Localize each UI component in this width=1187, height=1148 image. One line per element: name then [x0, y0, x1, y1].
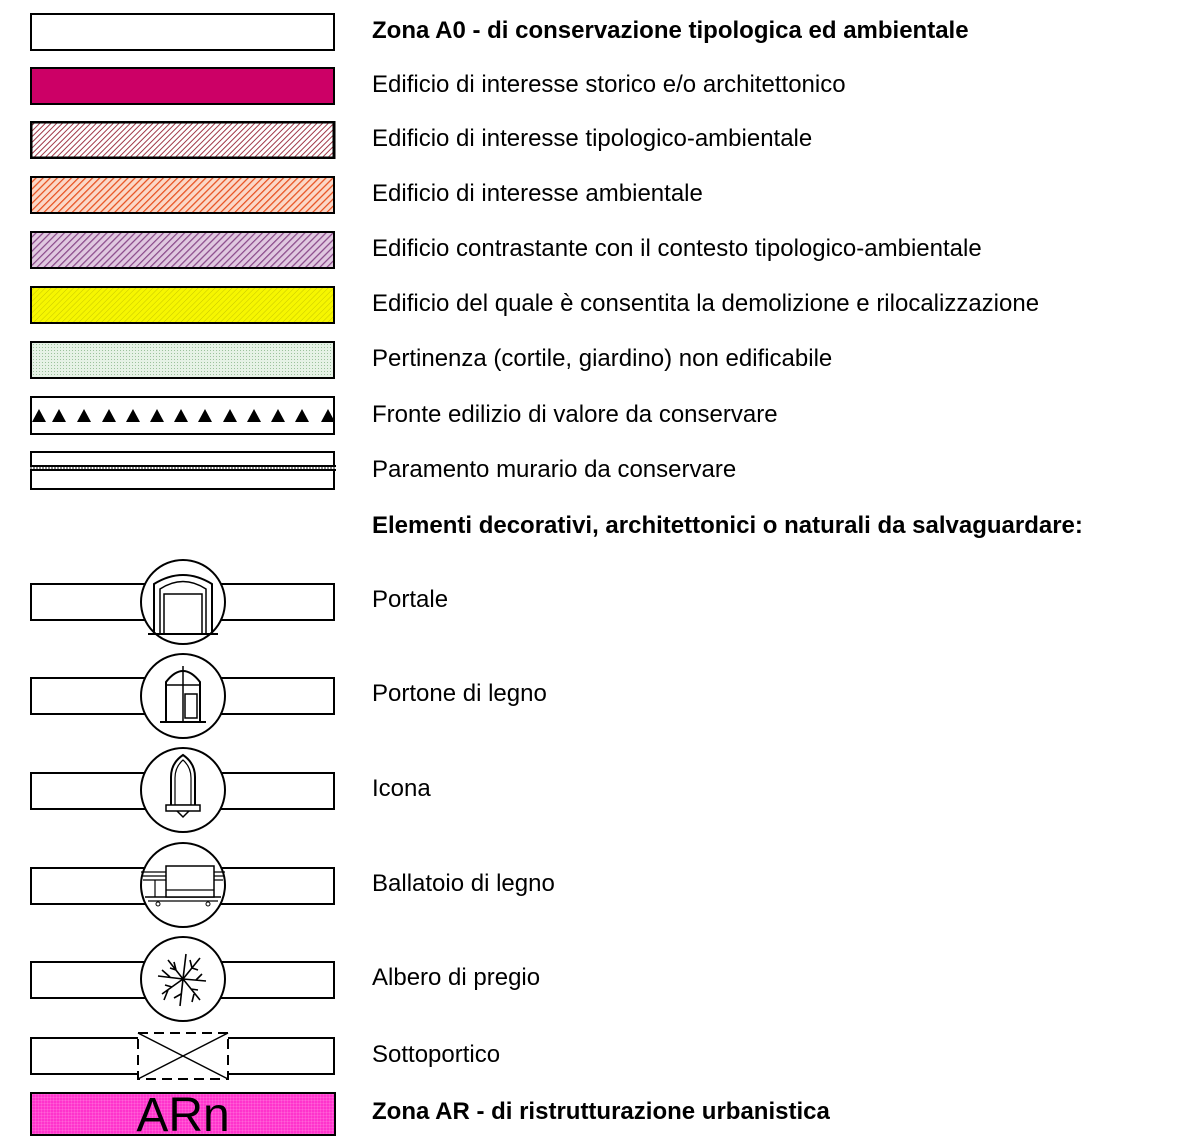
- zone-ar-code: ARn: [136, 1092, 230, 1136]
- contrasting-building-swatch: [30, 231, 335, 269]
- zone-a0-title: Zona A0 - di conservazione tipologica ed…: [372, 17, 969, 44]
- building-front-swatch: [30, 396, 335, 435]
- typological-building-swatch: [30, 121, 336, 159]
- tree-label: Albero di pregio: [372, 964, 541, 991]
- contrasting-building-label: Edificio contrastante con il contesto ti…: [372, 235, 982, 262]
- wooden-balcony-icon: [30, 842, 335, 928]
- building-front-label: Fronte edilizio di valore da conservare: [372, 401, 778, 428]
- environmental-building-label: Edificio di interesse ambientale: [372, 180, 703, 207]
- historic-building-label: Edificio di interesse storico e/o archit…: [372, 71, 846, 98]
- tree-icon: [30, 936, 335, 1022]
- masonry-swatch: [30, 451, 336, 490]
- courtyard-swatch: [30, 341, 335, 379]
- shrine-label: Icona: [372, 775, 431, 802]
- historic-fill: [30, 67, 335, 105]
- demolition-building-label: Edificio del quale è consentita la demol…: [372, 290, 1040, 317]
- zone-ar-swatch: ARn: [30, 1092, 336, 1136]
- wooden-door-label: Portone di legno: [372, 680, 547, 707]
- masonry-label: Paramento murario da conservare: [372, 456, 737, 483]
- decorative-elements-title: Elementi decorativi, architettonici o na…: [372, 512, 1083, 539]
- demolition-building-swatch: [30, 286, 335, 324]
- shrine-icon: [30, 747, 335, 833]
- typological-building-label: Edificio di interesse tipologico-ambient…: [372, 125, 813, 152]
- environmental-building-swatch: [30, 176, 335, 214]
- portal-icon: [30, 559, 335, 645]
- zone-ar-title: Zona AR - di ristrutturazione urbanistic…: [372, 1098, 830, 1125]
- zone-a0-swatch: [30, 13, 335, 51]
- portal-label: Portale: [372, 586, 449, 613]
- historic-building-swatch: [30, 67, 335, 105]
- tree-branches: [157, 953, 207, 1007]
- underpass-icon: [30, 1032, 335, 1080]
- triangle-markers: [32, 409, 335, 422]
- wooden-balcony-label: Ballatoio di legno: [372, 870, 555, 897]
- courtyard-label: Pertinenza (cortile, giardino) non edifi…: [372, 345, 833, 372]
- underpass-label: Sottoportico: [372, 1041, 501, 1068]
- wooden-door-icon: [30, 653, 335, 739]
